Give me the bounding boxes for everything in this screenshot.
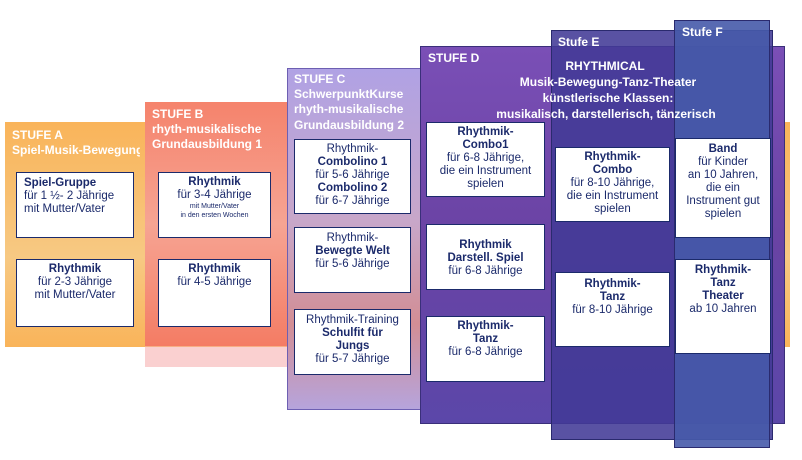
- card-line: Rhythmik-: [457, 320, 514, 332]
- card-line: für 6-7 Jährige: [315, 195, 390, 207]
- card-line: ab 10 Jahren: [689, 303, 757, 315]
- stufe-f-label: Stufe F: [682, 25, 723, 39]
- card-line: Rhythmik: [188, 263, 241, 275]
- card-line: mit Mutter/Vater: [24, 203, 105, 215]
- card-line: die ein: [706, 182, 740, 194]
- card-line: die ein Instrument: [566, 190, 659, 202]
- card-line: Darstell. Spiel: [447, 252, 524, 264]
- card-line: Rhythmik-: [326, 232, 379, 244]
- card-line: in den ersten Wochen: [180, 212, 249, 219]
- card-line: Combo: [592, 164, 633, 176]
- card-line: Rhythmik-: [457, 126, 514, 138]
- card-line: Combolino 1: [317, 156, 388, 168]
- card-line: Rhythmik-: [326, 143, 379, 155]
- card-line: Theater: [702, 290, 744, 302]
- card-line: Rhythmik-Training: [306, 314, 399, 326]
- header-line-3: künstlerische Klassen:: [542, 91, 674, 105]
- card-line: für 6-8 Jährige,: [446, 152, 525, 164]
- card-line: spielen: [594, 203, 631, 215]
- card-line: Jungs: [335, 340, 370, 352]
- header-line-2: Musik-Bewegung-Tanz-Theater: [519, 75, 697, 89]
- card-line: für 3-4 Jährige: [177, 189, 252, 201]
- card-line: spielen: [467, 178, 504, 190]
- card-line: Rhythmik: [459, 239, 512, 251]
- card-line: Rhythmik-: [584, 151, 641, 163]
- card-line: für 5-6 Jährige: [315, 169, 390, 181]
- stufe-a-title: Spiel-Musik-Bewegung: [12, 143, 140, 157]
- stufe-b-title-2: Grundausbildung 1: [152, 137, 262, 151]
- card-line: spielen: [704, 208, 742, 220]
- card-line: für 8-10 Jährige,: [570, 177, 655, 189]
- card-line: für 6-8 Jährige: [448, 346, 523, 358]
- card-line: Rhythmik: [188, 176, 241, 188]
- card-line: an 10 Jahren,: [687, 169, 759, 181]
- card-line: für 1 ½- 2 Jährige: [24, 190, 115, 202]
- stufe-c-title-2: rhyth-musikalische: [294, 102, 404, 116]
- card-line: Bewegte Welt: [315, 245, 390, 257]
- card-line: Combolino 2: [317, 182, 388, 194]
- card-line: mit Mutter/Vater: [189, 203, 240, 210]
- stufe-c-title-3: Grundausbildung 2: [294, 118, 404, 132]
- card-line: Combo1: [462, 139, 509, 151]
- card-line: für 5-7 Jährige: [315, 353, 390, 365]
- card-line: für 4-5 Jährige: [177, 276, 252, 288]
- header-line-1: RHYTHMICAL: [565, 59, 645, 73]
- card-line: Schulfit für: [322, 327, 383, 339]
- card-line: für 8-10 Jährige: [572, 304, 653, 316]
- card-line: Rhythmik-: [694, 264, 752, 276]
- stufe-b-label: STUFE B: [152, 107, 204, 121]
- card-line: Rhythmik-: [584, 278, 641, 290]
- card-line: für 2-3 Jährige: [37, 276, 113, 288]
- stufe-a-label: STUFE A: [12, 128, 63, 142]
- card-line: Tanz: [599, 291, 626, 303]
- header-line-4: musikalisch, darstellerisch, tänzerisch: [496, 107, 716, 121]
- card-line: Spiel-Gruppe: [24, 177, 97, 189]
- card-line: Band: [708, 143, 738, 155]
- card-line: für Kinder: [698, 156, 748, 168]
- card-line: Rhythmik: [48, 263, 102, 275]
- stufe-b-title-1: rhyth-musikalische: [152, 122, 262, 136]
- stufe-d-label: STUFE D: [428, 51, 480, 65]
- card-line: für 6-8 Jährige: [448, 265, 523, 277]
- card-line: Instrument gut: [686, 195, 760, 207]
- stufe-e-label: Stufe E: [558, 35, 600, 49]
- card-line: die ein Instrument: [439, 165, 532, 177]
- card-line: für 5-6 Jährige: [315, 258, 390, 270]
- card-line: Tanz: [472, 333, 499, 345]
- stufe-c-label: STUFE C: [294, 72, 346, 86]
- stufe-c-title-1: SchwerpunktKurse: [294, 87, 404, 101]
- card-line: Tanz: [710, 277, 736, 289]
- card-line: mit Mutter/Vater: [34, 289, 116, 301]
